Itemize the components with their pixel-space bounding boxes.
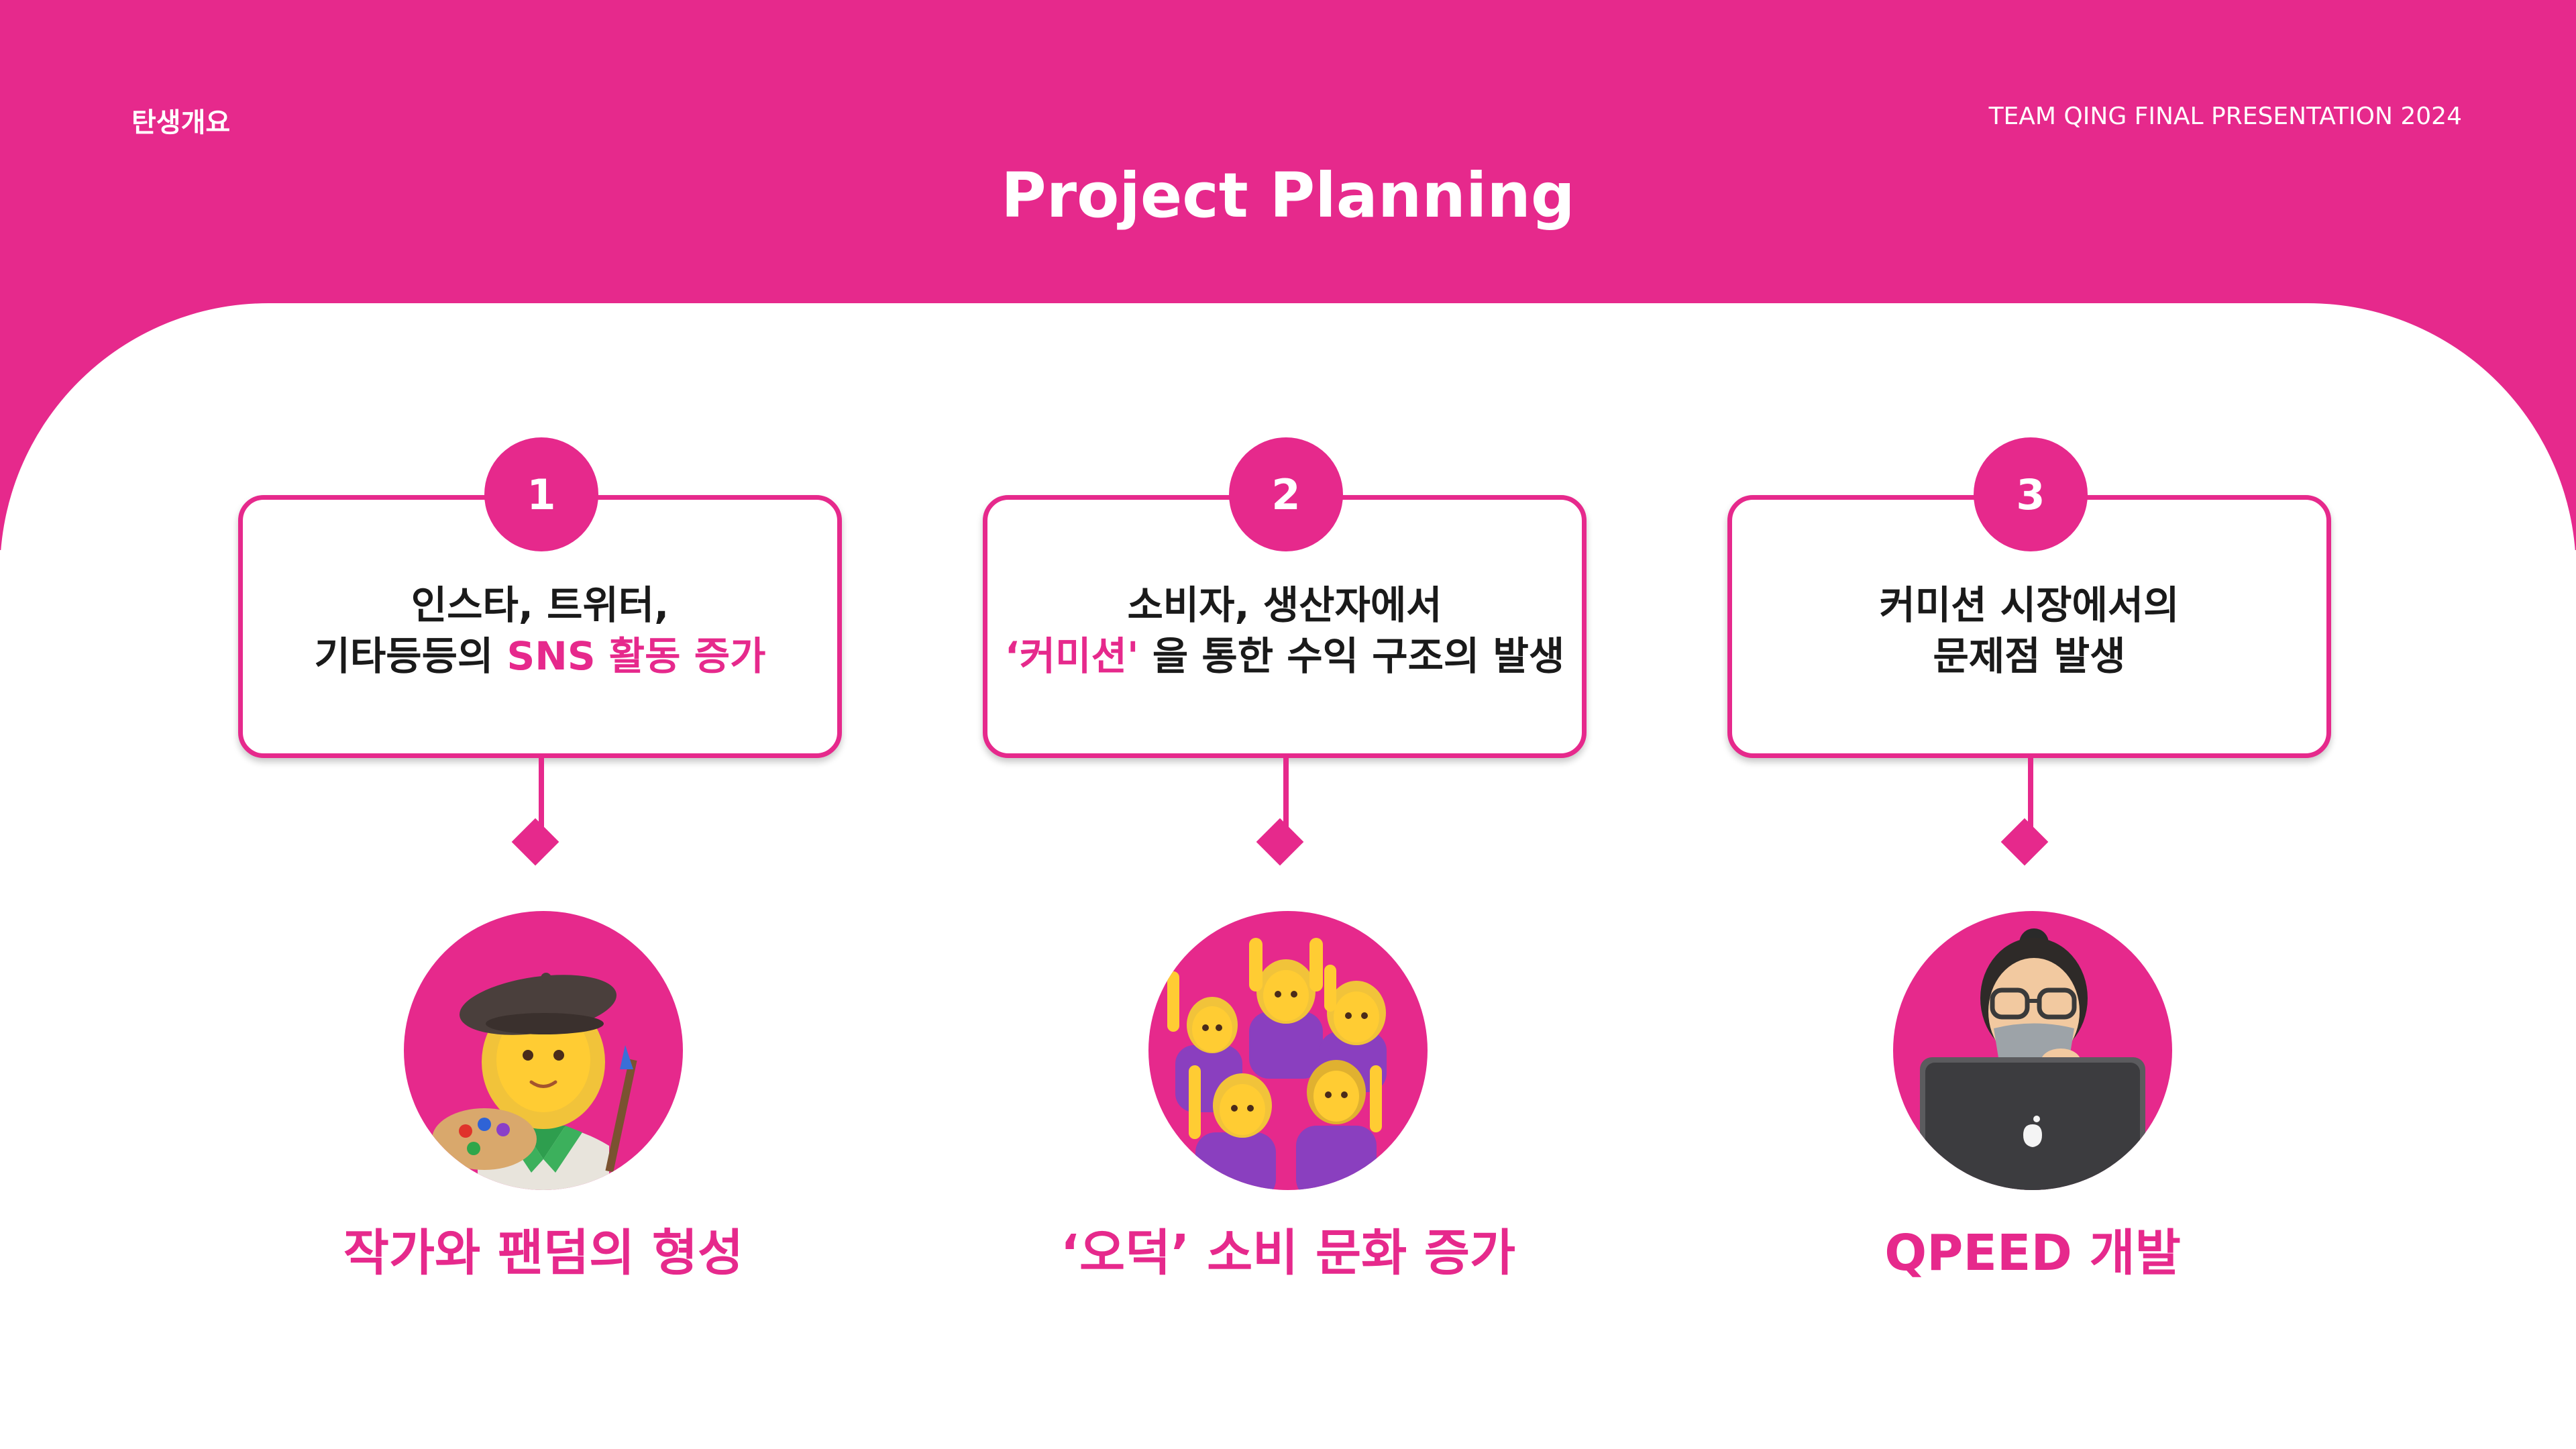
fans-raising-hands-emoji-icon [1148,911,1428,1190]
connector-diamond-2 [1256,818,1304,866]
step-2-line-2: ‘커미션' 을 통한 수익 구조의 발생 [1005,631,1564,682]
step-3-line-2: 문제점 발생 [1933,633,2126,679]
connector-line-1 [539,758,544,839]
step-3-line-1: 커미션 시장에서의 [1879,582,2180,628]
step-1-line-2: 기타등등의 SNS 활동 증가 [315,631,766,682]
step-number-badge-1: 1 [484,437,598,551]
step-number-badge-3: 3 [1974,437,2088,551]
step-column-2: 소비자, 생산자에서 ‘커미션' 을 통한 수익 구조의 발생 2 [979,0,1597,1449]
step-number-badge-2: 2 [1229,437,1343,551]
step-2-line-2-highlight: ‘커미션' [1004,633,1139,679]
step-caption-3: QPEED 개발 [1884,1224,2181,1282]
step-card-2: 소비자, 생산자에서 ‘커미션' 을 통한 수익 구조의 발생 [983,495,1587,758]
artist-emoji-icon [404,911,683,1190]
step-caption-1: 작가와 팬덤의 형성 [343,1224,744,1282]
step-1-line-2-plain: 기타등등의 [314,633,507,679]
step-column-1: 인스타, 트위터, 기타등등의 SNS 활동 증가 1 [235,0,852,1449]
connector-line-3 [2028,758,2033,839]
team-label: TEAM QING FINAL PRESENTATION 2024 [1988,103,2462,130]
developer-memoji-laptop-icon [1893,911,2172,1190]
connector-diamond-3 [2000,818,2049,866]
connector-diamond-1 [511,818,559,866]
connector-line-2 [1283,758,1289,839]
step-2-line-1: 소비자, 생산자에서 [1127,582,1442,628]
section-label: 탄생개요 [131,107,231,138]
step-column-3: 커미션 시장에서의 문제점 발생 3 [1724,0,2341,1449]
step-caption-2: ‘오덕’ 소비 문화 증가 [1060,1224,1516,1282]
step-2-line-2-plain: 을 통한 수익 구조의 발생 [1138,633,1565,679]
step-1-line-2-highlight: SNS 활동 증가 [506,633,766,679]
step-1-line-1: 인스타, 트위터, [411,582,669,628]
page-title: Project Planning [1001,160,1575,231]
